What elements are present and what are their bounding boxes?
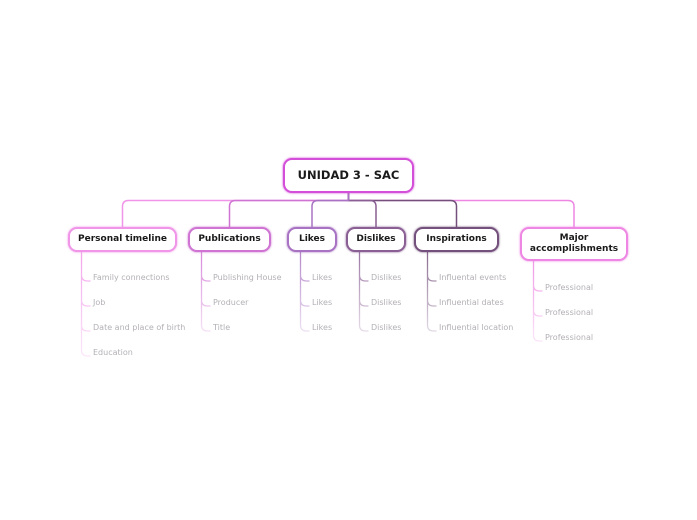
subtopic-likes-2[interactable]: Likes [312, 298, 333, 307]
subedges-inspirations [426, 252, 437, 332]
subtopic-dislikes-1[interactable]: Dislikes [371, 273, 402, 282]
subtopic-publishing-house[interactable]: Publishing House [213, 273, 282, 282]
subtopic-likes-1[interactable]: Likes [312, 273, 333, 282]
edge-dislikes [347, 192, 377, 228]
branch-node-label: Dislikes [356, 234, 396, 244]
branch-node-label: Publications [198, 234, 261, 244]
subedges-dislikes [358, 252, 369, 332]
subtopic-title[interactable]: Title [213, 323, 231, 332]
subtopic-job[interactable]: Job [93, 298, 106, 307]
subedges-personal-timeline [80, 252, 91, 357]
subtopic-family-connections[interactable]: Family connections [93, 273, 170, 282]
edge-likes [311, 192, 350, 228]
branch-node-label: Major accomplishments [529, 233, 619, 254]
branch-node-publications[interactable]: Publications [188, 227, 271, 252]
branch-node-inspirations[interactable]: Inspirations [414, 227, 499, 252]
subtopic-professional-3[interactable]: Professional [545, 333, 594, 342]
subtopic-professional-1[interactable]: Professional [545, 283, 594, 292]
subtopic-influential-dates[interactable]: Influential dates [439, 298, 504, 307]
subtopic-date-place-of-birth[interactable]: Date and place of birth [93, 323, 186, 332]
subedges-publications [200, 252, 211, 332]
subtopic-influental-events[interactable]: Influental events [439, 273, 507, 282]
subtopic-education[interactable]: Education [93, 348, 133, 357]
subtopic-influential-location[interactable]: Influential location [439, 323, 514, 332]
edge-personal-timeline [121, 192, 350, 228]
subtopic-producer[interactable]: Producer [213, 298, 249, 307]
edge-major-accomplishments [347, 192, 575, 228]
subtopic-dislikes-3[interactable]: Dislikes [371, 323, 402, 332]
branch-node-label: Inspirations [426, 234, 487, 244]
root-node[interactable]: UNIDAD 3 - SAC [283, 158, 414, 193]
subtopic-dislikes-2[interactable]: Dislikes [371, 298, 402, 307]
branch-node-personal-timeline[interactable]: Personal timeline [68, 227, 177, 252]
subtopic-likes-3[interactable]: Likes [312, 323, 333, 332]
subedges-major-accomplishments [532, 261, 543, 342]
root-node-label: UNIDAD 3 - SAC [297, 168, 400, 182]
subedges-likes [299, 252, 310, 332]
subtopic-professional-2[interactable]: Professional [545, 308, 594, 317]
branch-node-label: Personal timeline [78, 234, 167, 244]
branch-node-major-accomplishments[interactable]: Major accomplishments [520, 227, 628, 261]
branch-node-likes[interactable]: Likes [287, 227, 337, 252]
edge-publications [228, 192, 350, 228]
branch-node-label: Likes [298, 234, 326, 244]
edge-inspirations [347, 192, 458, 228]
branch-node-dislikes[interactable]: Dislikes [346, 227, 406, 252]
